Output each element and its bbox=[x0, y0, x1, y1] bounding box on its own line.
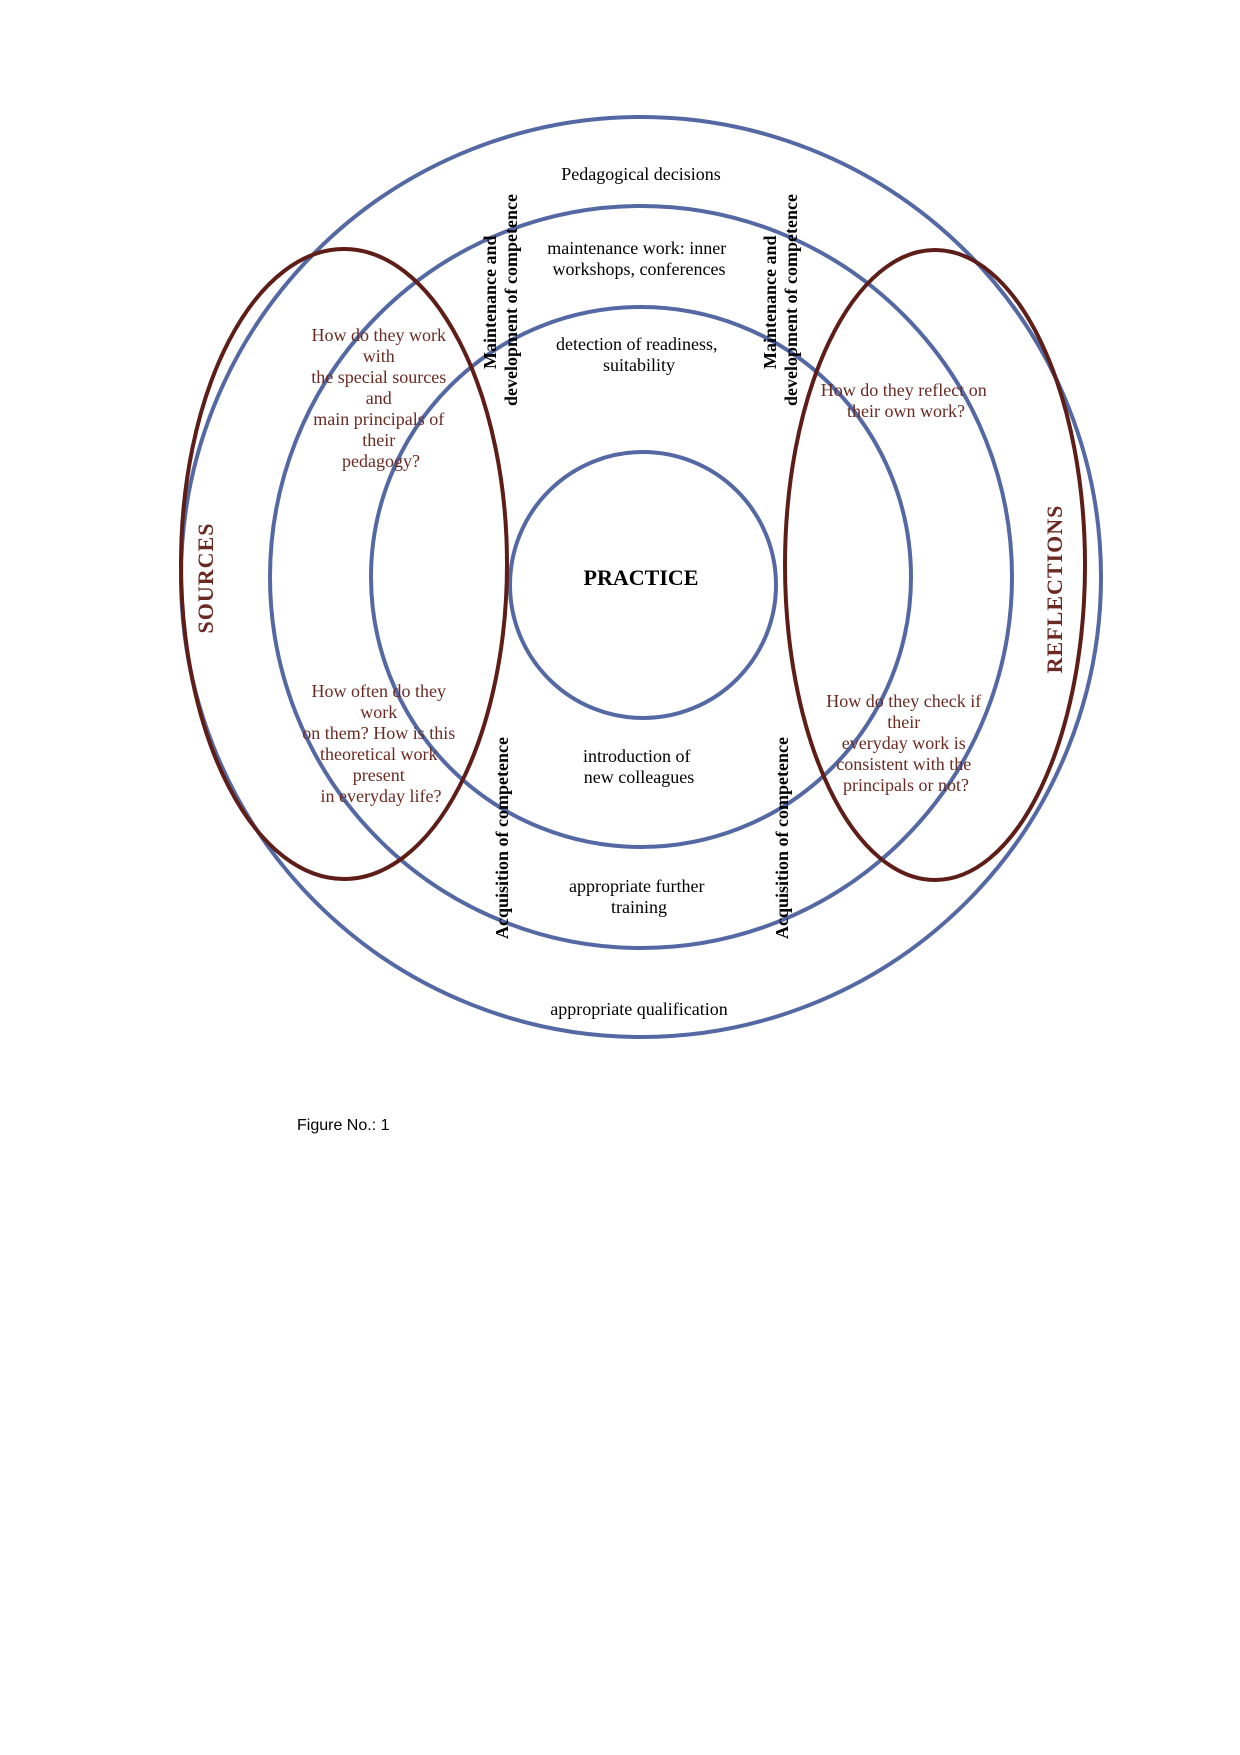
practice-label: PRACTICE bbox=[584, 565, 699, 590]
maintenance-label-right: Maintenance and development of competenc… bbox=[760, 194, 801, 406]
q-left-top-2: with bbox=[363, 346, 395, 366]
q-right-bottom-2: their bbox=[887, 712, 920, 732]
new-colleagues-label: introduction of new colleagues bbox=[583, 746, 695, 787]
detection-readiness-label: detection of readiness, suitability bbox=[556, 334, 722, 375]
q-right-bottom-4: consistent with the bbox=[836, 754, 971, 774]
reflections-label: REFLECTIONS bbox=[1042, 505, 1067, 674]
question-reflections-bottom: How do they check if their everyday work… bbox=[826, 691, 985, 795]
acquisition-label-left: Acquisition of competence bbox=[492, 737, 512, 939]
maintenance-work-line-2: workshops, conferences bbox=[553, 259, 726, 279]
maintenance-right-line-1: Maintenance and bbox=[760, 235, 780, 369]
detection-readiness-line-2: suitability bbox=[603, 355, 675, 375]
second-ring bbox=[268, 204, 1014, 950]
q-right-top-2: their own work? bbox=[847, 401, 965, 421]
q-left-bottom-6: in everyday life? bbox=[321, 786, 442, 806]
pedagogical-decisions-label: Pedagogical decisions bbox=[561, 164, 720, 184]
new-colleagues-line-1: introduction of bbox=[583, 746, 690, 766]
further-training-label: appropriate further training bbox=[569, 876, 709, 917]
q-left-top-3: the special sources bbox=[311, 367, 446, 387]
q-left-top-6: their bbox=[362, 430, 395, 450]
q-left-bottom-1: How often do they bbox=[312, 681, 446, 701]
new-colleagues-line-2: new colleagues bbox=[584, 767, 694, 787]
further-training-line-2: training bbox=[611, 897, 667, 917]
concentric-practice-diagram: PRACTICE Pedagogical decisions appropria… bbox=[179, 115, 1103, 1039]
question-reflections-top: How do they reflect on their own work? bbox=[821, 380, 991, 421]
q-left-bottom-2: work bbox=[360, 702, 397, 722]
question-sources-top: How do they work with the special source… bbox=[311, 325, 450, 471]
q-left-top-1: How do they work bbox=[312, 325, 446, 345]
maintenance-work-label: maintenance work: inner workshops, confe… bbox=[547, 238, 730, 279]
q-left-bottom-4: theoretical work bbox=[320, 744, 437, 764]
q-left-top-4: and bbox=[366, 388, 392, 408]
figure-caption: Figure No.: 1 bbox=[297, 1117, 390, 1134]
sources-label: SOURCES bbox=[193, 523, 218, 634]
practice-circle bbox=[508, 450, 778, 720]
q-left-bottom-3: on them? How is this bbox=[302, 723, 455, 743]
sources-oval bbox=[179, 247, 509, 881]
q-right-bottom-1: How do they check if bbox=[826, 691, 981, 711]
q-right-top-1: How do they reflect on bbox=[821, 380, 987, 400]
question-sources-bottom: How often do they work on them? How is t… bbox=[302, 681, 460, 806]
q-left-bottom-5: present bbox=[353, 765, 405, 785]
maintenance-work-line-1: maintenance work: inner bbox=[547, 238, 726, 258]
reflections-oval bbox=[783, 248, 1087, 882]
maintenance-left-line-1: Maintenance and bbox=[480, 235, 500, 369]
maintenance-label-left: Maintenance and development of competenc… bbox=[480, 194, 521, 406]
further-training-line-1: appropriate further bbox=[569, 876, 704, 896]
third-ring bbox=[369, 305, 913, 849]
q-left-top-5: main principals of bbox=[313, 409, 444, 429]
appropriate-qualification-label: appropriate qualification bbox=[550, 999, 727, 1019]
maintenance-right-line-2: development of competence bbox=[781, 194, 801, 406]
detection-readiness-line-1: detection of readiness, bbox=[556, 334, 717, 354]
q-left-top-7: pedagogy? bbox=[342, 451, 420, 471]
q-right-bottom-5: principals or not? bbox=[843, 775, 969, 795]
q-right-bottom-3: everyday work is bbox=[842, 733, 966, 753]
acquisition-label-right: Acquisition of competence bbox=[772, 737, 792, 939]
maintenance-left-line-2: development of competence bbox=[501, 194, 521, 406]
